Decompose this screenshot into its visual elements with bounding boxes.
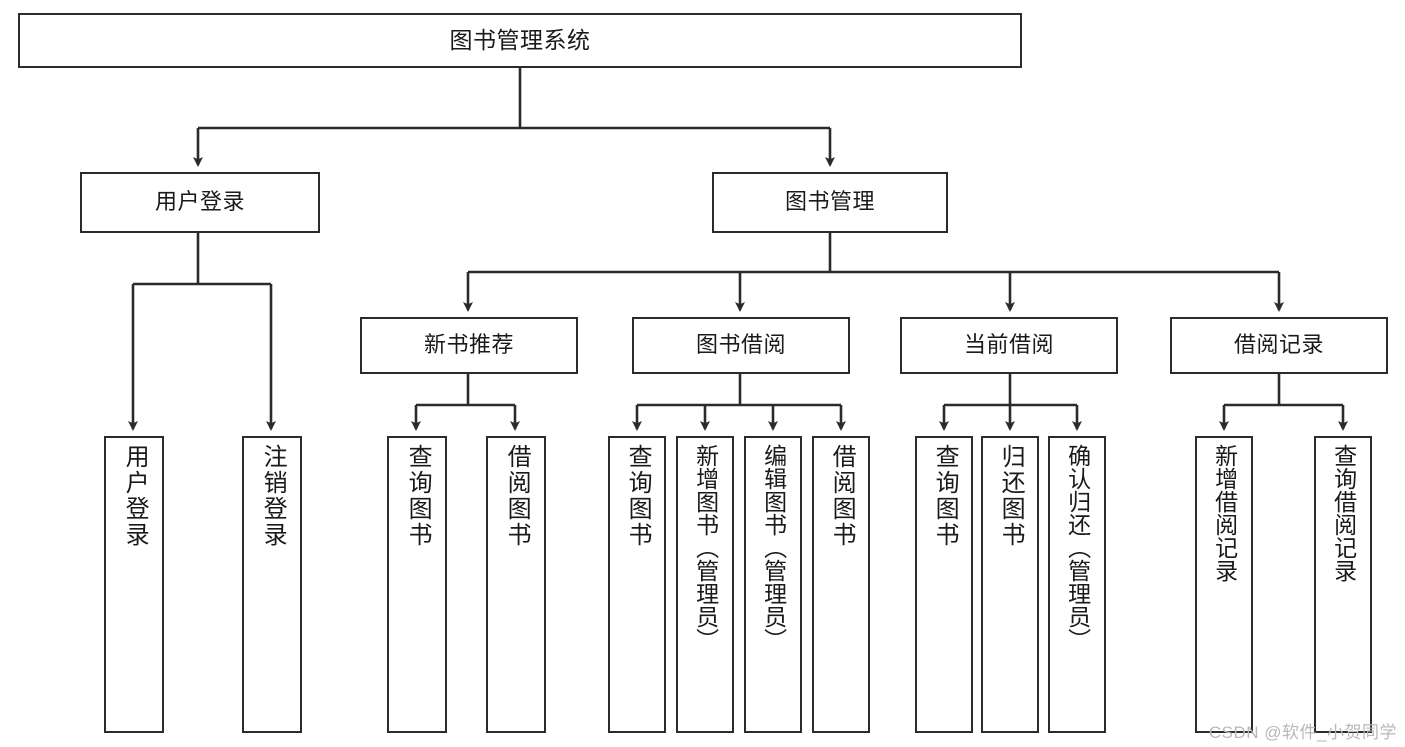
- leaf-user-login-login[interactable]: 用户登录: [104, 436, 164, 733]
- leaf-label: 借阅图书: [828, 444, 856, 548]
- leaf-label: 查询借阅记录: [1330, 444, 1357, 582]
- leaf-label: 查询图书: [404, 444, 432, 548]
- leaf-current-borrow-return[interactable]: 归还图书: [981, 436, 1039, 733]
- node-new-book-recommend[interactable]: 新书推荐: [360, 317, 578, 374]
- leaf-borrow-record-add[interactable]: 新增借阅记录: [1195, 436, 1253, 733]
- leaf-new-book-query[interactable]: 查询图书: [387, 436, 447, 733]
- node-borrow-record[interactable]: 借阅记录: [1170, 317, 1388, 374]
- leaf-label: 编辑图书（管理员）: [760, 444, 787, 651]
- node-user-login-label: 用户登录: [154, 189, 245, 215]
- leaf-book-borrow-query[interactable]: 查询图书: [608, 436, 666, 733]
- leaf-current-borrow-confirm[interactable]: 确认归还（管理员）: [1048, 436, 1106, 733]
- leaf-label: 新增借阅记录: [1211, 444, 1238, 582]
- leaf-new-book-borrow[interactable]: 借阅图书: [486, 436, 546, 733]
- leaf-label: 归还图书: [997, 444, 1025, 548]
- node-current-borrow[interactable]: 当前借阅: [900, 317, 1118, 374]
- node-root[interactable]: 图书管理系统: [18, 13, 1022, 68]
- leaf-borrow-record-query[interactable]: 查询借阅记录: [1314, 436, 1372, 733]
- node-user-login[interactable]: 用户登录: [80, 172, 320, 233]
- leaf-book-borrow-edit[interactable]: 编辑图书（管理员）: [744, 436, 802, 733]
- node-book-borrow[interactable]: 图书借阅: [632, 317, 850, 374]
- node-borrow-record-label: 借阅记录: [1233, 332, 1324, 358]
- leaf-label: 注销登录: [259, 444, 287, 548]
- node-new-book-recommend-label: 新书推荐: [423, 332, 514, 358]
- leaf-label: 查询图书: [931, 444, 959, 548]
- leaf-current-borrow-query[interactable]: 查询图书: [915, 436, 973, 733]
- node-book-management[interactable]: 图书管理: [712, 172, 948, 233]
- leaf-label: 用户登录: [121, 444, 149, 548]
- leaf-label: 借阅图书: [503, 444, 531, 548]
- leaf-book-borrow-borrow[interactable]: 借阅图书: [812, 436, 870, 733]
- node-root-label: 图书管理系统: [449, 26, 591, 53]
- leaf-label: 新增图书（管理员）: [692, 444, 719, 651]
- leaf-user-login-logout[interactable]: 注销登录: [242, 436, 302, 733]
- leaf-label: 查询图书: [624, 444, 652, 548]
- node-book-borrow-label: 图书借阅: [695, 332, 786, 358]
- node-current-borrow-label: 当前借阅: [963, 332, 1054, 358]
- leaf-book-borrow-add[interactable]: 新增图书（管理员）: [676, 436, 734, 733]
- csdn-watermark: CSDN @软件_小贺同学: [1208, 723, 1397, 742]
- leaf-label: 确认归还（管理员）: [1064, 444, 1091, 651]
- node-book-management-label: 图书管理: [784, 189, 875, 215]
